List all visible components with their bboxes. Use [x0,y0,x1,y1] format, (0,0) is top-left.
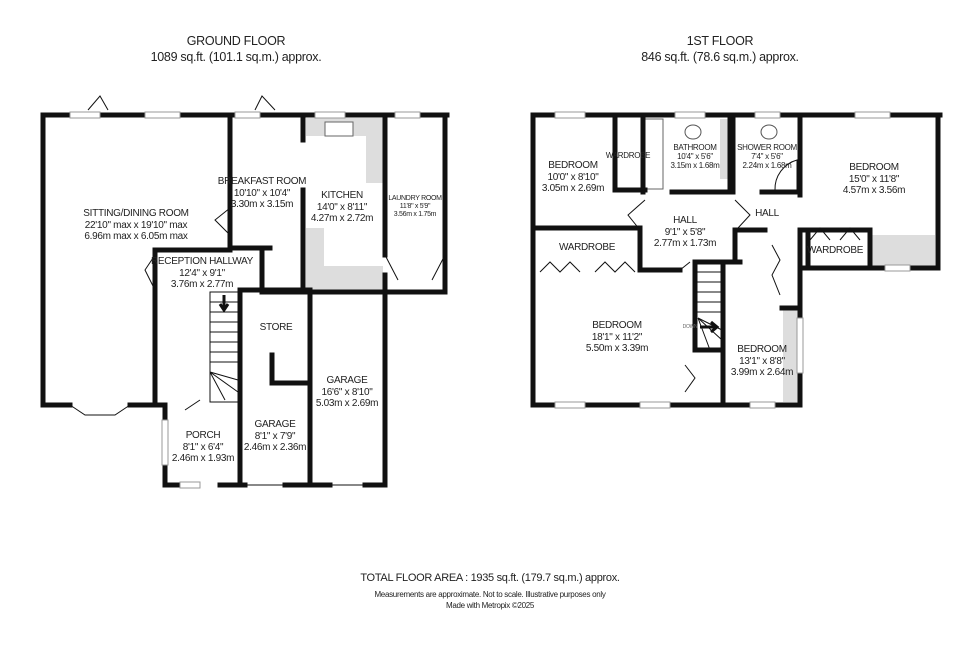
wardrobe-2: WARDROBE [558,242,616,253]
ground-stairs [209,291,239,403]
wardrobe-1: WARDROBE [605,151,651,160]
first-stairs [695,271,723,351]
first-fixtures [644,118,935,402]
credit: Made with Metropix ©2025 [445,601,535,610]
ground-floor-title: GROUND FLOOR [186,34,286,48]
disclaimer: Measurements are approximate. Not to sca… [374,590,606,599]
ground-floor-area: 1089 sq.ft. (101.1 sq.m.) approx. [150,50,322,64]
first-windows [554,111,911,409]
room-hall-2: HALL [755,208,779,219]
first-floor-area: 846 sq.ft. (78.6 sq.m.) approx. [641,50,799,64]
kitchen-counters [306,118,383,290]
stairs-down-label: DOWN [682,324,698,330]
first-floor-title: 1ST FLOOR [686,34,754,48]
total-floor-area: TOTAL FLOOR AREA : 1935 sq.ft. (179.7 sq… [360,572,620,584]
room-store: STORE [259,322,293,333]
ground-doors [87,95,446,411]
first-walls [530,112,943,408]
ground-walls [40,112,450,488]
first-doors [539,199,861,393]
ground-windows [69,111,421,489]
wardrobe-3: WARDROBE [806,245,864,256]
